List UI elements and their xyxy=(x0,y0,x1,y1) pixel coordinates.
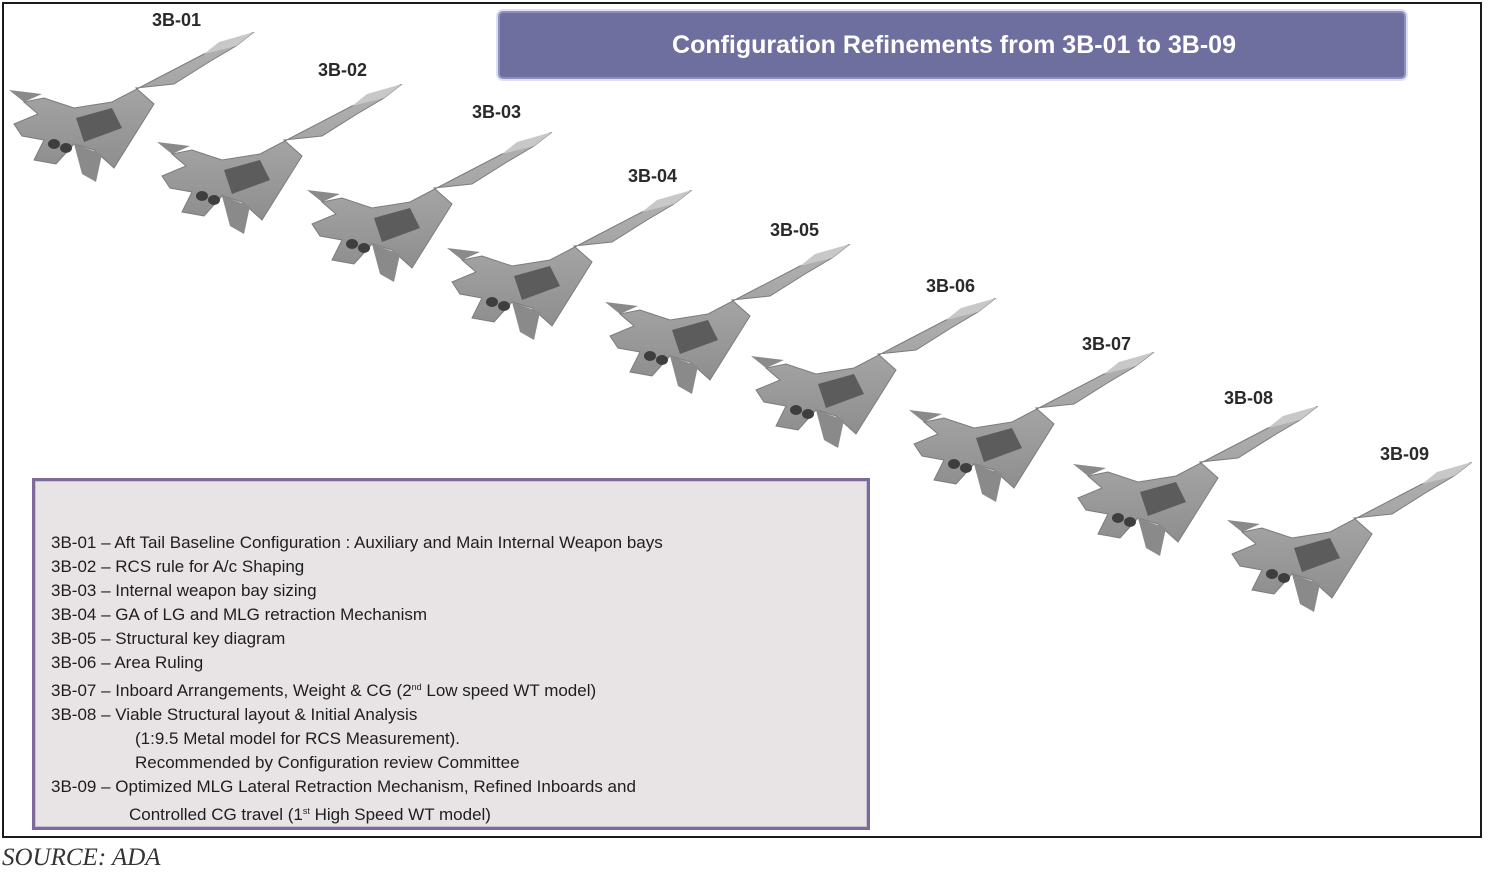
note-3b-06: 3B-06 – Area Ruling xyxy=(51,653,204,672)
note-3b-04: 3B-04 – GA of LG and MLG retraction Mech… xyxy=(51,605,428,624)
note-3b-08-line2: (1:9.5 Metal model for RCS Measurement). xyxy=(135,729,461,748)
notes-box: 3B-01 – Aft Tail Baseline Configuration … xyxy=(32,478,870,830)
note-3b-08: 3B-08 – Viable Structural layout & Initi… xyxy=(51,705,418,724)
note-3b-02: 3B-02 – RCS rule for A/c Shaping xyxy=(51,557,305,576)
note-3b-09-line2: Controlled CG travel (1st High Speed WT … xyxy=(51,799,663,827)
note-3b-07-text: 3B-07 – Inboard Arrangements, Weight & C… xyxy=(51,681,412,700)
note-3b-07-sup: nd xyxy=(411,682,422,692)
aircraft-label-3b-05: 3B-05 xyxy=(770,220,820,240)
note-3b-05: 3B-05 – Structural key diagram xyxy=(51,629,286,648)
aircraft-label-3b-02: 3B-02 xyxy=(318,60,368,80)
note-3b-07: 3B-07 – Inboard Arrangements, Weight & C… xyxy=(51,675,663,703)
figure-frame: Configuration Refinements from 3B-01 to … xyxy=(2,2,1482,838)
aircraft-3b-09 xyxy=(1226,462,1473,613)
note-3b-03: 3B-03 – Internal weapon bay sizing xyxy=(51,581,317,600)
source-caption: SOURCE: ADA xyxy=(2,844,161,871)
note-3b-07-tail: Low speed WT model) xyxy=(421,681,597,700)
aircraft-label-3b-04: 3B-04 xyxy=(628,166,678,186)
aircraft-label-3b-03: 3B-03 xyxy=(472,102,522,122)
figure-title: Configuration Refinements from 3B-01 to … xyxy=(672,30,1236,59)
aircraft-label-3b-09: 3B-09 xyxy=(1380,444,1430,464)
notes-list: 3B-01 – Aft Tail Baseline Configuration … xyxy=(51,531,663,827)
aircraft-label-3b-06: 3B-06 xyxy=(926,276,976,296)
note-3b-01: 3B-01 – Aft Tail Baseline Configuration … xyxy=(51,533,663,552)
note-3b-09-sup: st xyxy=(302,806,310,816)
note-3b-08-line3: Recommended by Configuration review Comm… xyxy=(135,753,520,772)
note-3b-09: 3B-09 – Optimized MLG Lateral Retraction… xyxy=(51,777,636,796)
note-3b-09-tail: High Speed WT model) xyxy=(309,805,491,824)
title-banner: Configuration Refinements from 3B-01 to … xyxy=(498,11,1406,79)
aircraft-label-3b-01: 3B-01 xyxy=(152,10,202,30)
aircraft-label-3b-07: 3B-07 xyxy=(1082,334,1132,354)
note-3b-09-text: Controlled CG travel (1 xyxy=(129,805,303,824)
aircraft-label-3b-08: 3B-08 xyxy=(1224,388,1274,408)
